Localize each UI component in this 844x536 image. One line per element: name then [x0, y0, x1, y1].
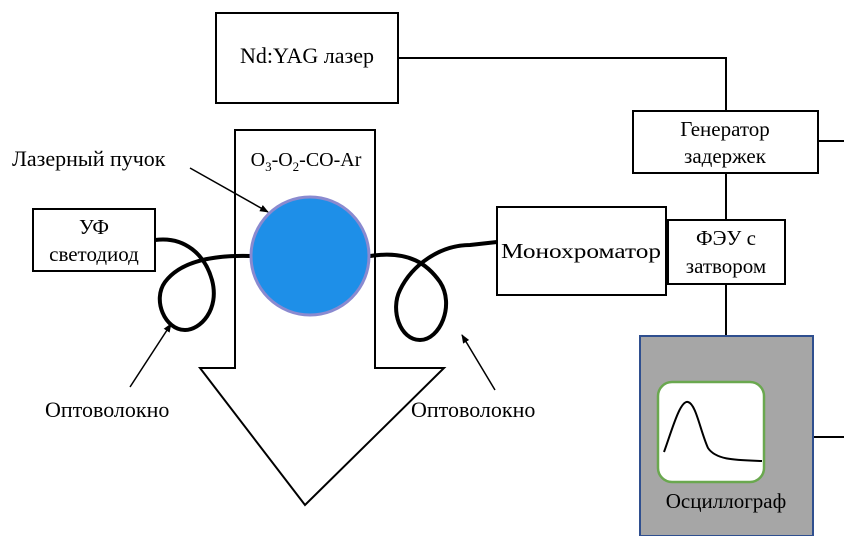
annotation-arrows — [129, 167, 496, 391]
laser-box — [215, 12, 399, 104]
beam-label: Лазерный пучок — [12, 146, 166, 171]
uv-led-label-1: УФ — [79, 215, 109, 239]
wires — [398, 57, 844, 438]
left-fiber-arrow — [129, 323, 172, 388]
fiber-left — [153, 237, 252, 332]
oscilloscope-trace — [663, 401, 763, 462]
delay-generator-label-2: задержек — [684, 144, 767, 168]
monochromator-box — [496, 206, 667, 296]
right-fiber-arrow — [461, 334, 496, 391]
delay-generator-box — [632, 110, 819, 174]
gas-mixture-label: O3-O2-CO-Ar — [251, 149, 362, 174]
delay-generator-label-1: Генератор — [680, 117, 770, 141]
pmt-box — [667, 219, 786, 285]
beam-arrow — [189, 167, 269, 213]
oscilloscope-screen — [656, 380, 766, 484]
fiber-left-label: Оптоволокно — [45, 397, 169, 422]
fiber-right-label: Оптоволокно — [411, 397, 535, 422]
uv-led-label-2: светодиод — [49, 242, 139, 266]
pmt-label-1: ФЭУ с — [696, 226, 756, 250]
monochromator-label: Монохроматор — [501, 239, 661, 263]
oscilloscope-label: Осциллограф — [666, 489, 786, 513]
pmt-label-2: затвором — [686, 254, 766, 278]
gas-flow-arrow — [197, 129, 447, 507]
uv-led-box — [32, 208, 156, 272]
laser-label: Nd:YAG лазер — [240, 43, 374, 68]
laser-beam-spot — [249, 195, 371, 317]
fiber-right — [368, 240, 499, 342]
fibers — [153, 237, 499, 342]
laser-to-generator-wire — [398, 57, 727, 111]
